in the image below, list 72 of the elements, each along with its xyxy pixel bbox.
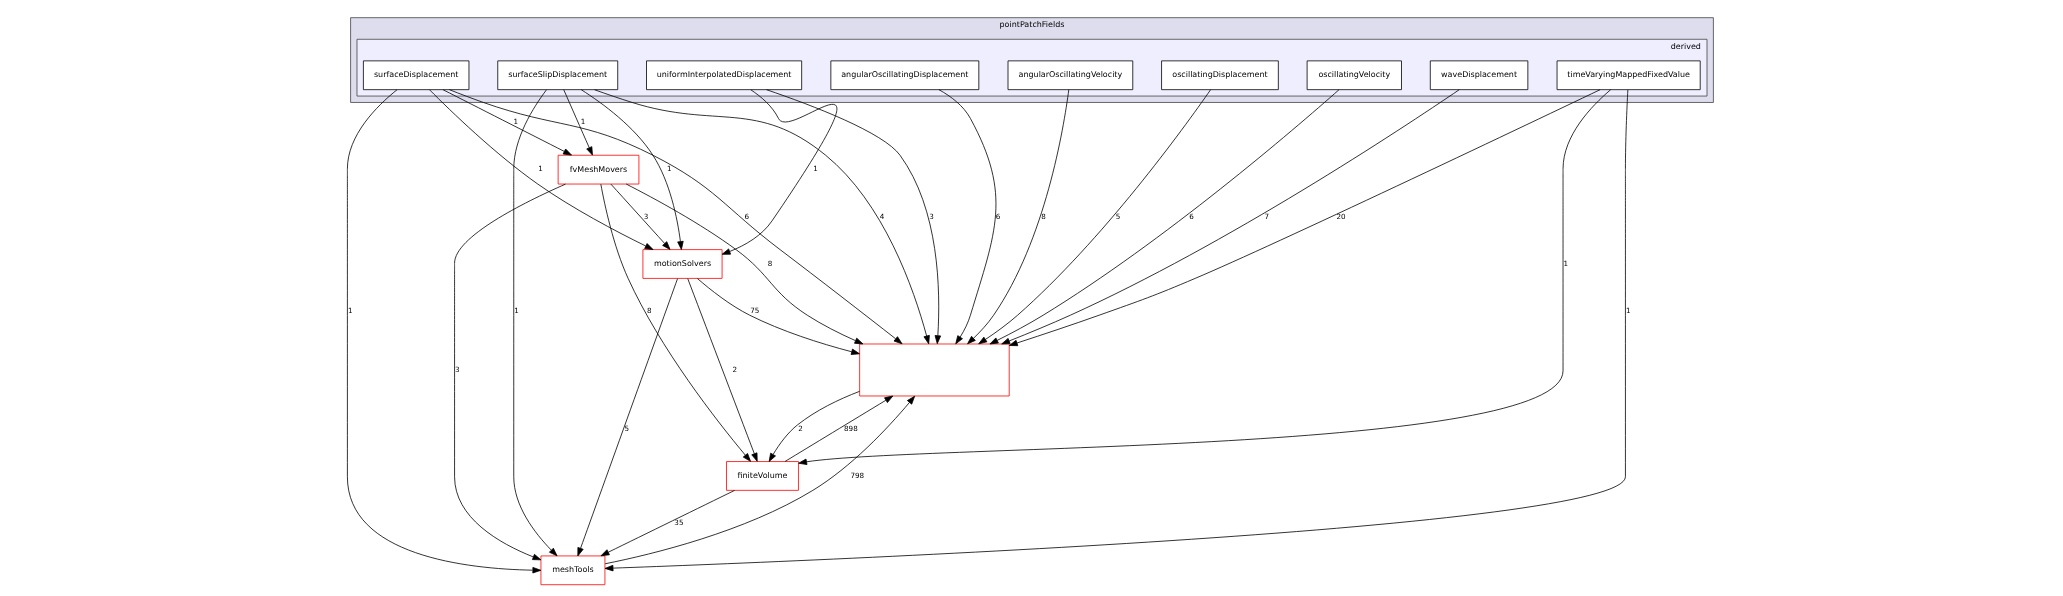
edge-label: 898 xyxy=(843,423,858,433)
edge-label: 8 xyxy=(646,305,652,315)
edge-label: 1 xyxy=(666,164,672,174)
arrow xyxy=(1000,89,1460,345)
node-box: surfaceDisplacement xyxy=(362,60,469,91)
arrow xyxy=(1008,89,1600,347)
edge-label: 2 xyxy=(797,423,803,433)
arrow xyxy=(448,89,902,345)
edge-label: 1 xyxy=(1563,258,1568,268)
arrow xyxy=(989,89,1339,345)
edge-label: 35 xyxy=(673,517,683,527)
arrow xyxy=(604,395,915,565)
edge-label: 20 xyxy=(1336,211,1346,221)
arrow xyxy=(442,89,572,156)
edge-label: 75 xyxy=(749,305,759,315)
arrow xyxy=(686,278,758,462)
arrow xyxy=(784,395,893,462)
edge-label: 2 xyxy=(732,364,737,374)
arrow xyxy=(600,490,735,557)
node-box: uniformInterpolatedDisplacement xyxy=(645,60,802,91)
node-box: timeVaryingMappedFixedValue xyxy=(1556,60,1701,91)
node-box: finiteVolume xyxy=(725,461,799,491)
arrow xyxy=(797,89,1611,465)
arrow xyxy=(696,278,860,355)
arrow xyxy=(721,89,837,255)
arrow xyxy=(512,89,557,557)
arrow xyxy=(977,89,1211,345)
arrow xyxy=(580,89,684,250)
edge-label: 6 xyxy=(744,211,749,221)
node-box xyxy=(858,343,1010,397)
arrow xyxy=(428,89,653,250)
edge-label: 1 xyxy=(580,117,585,127)
node-box: surfaceSlipDisplacement xyxy=(496,60,618,91)
arrow xyxy=(599,183,751,462)
edge-label: 8 xyxy=(1040,211,1046,221)
arrow xyxy=(966,89,1069,345)
node-box: angularOscillatingDisplacement xyxy=(829,60,979,91)
arrow xyxy=(625,183,863,345)
edge-label: 1 xyxy=(537,164,543,174)
edge-label: 1 xyxy=(347,305,352,315)
node-box: fvMeshMovers xyxy=(557,154,639,185)
arrow xyxy=(346,89,541,574)
arrow xyxy=(593,89,930,345)
edge-label: 8 xyxy=(767,258,772,268)
edge-label: 1 xyxy=(812,164,818,174)
arrow xyxy=(562,89,593,156)
arrow xyxy=(768,390,860,462)
edge-label: 5 xyxy=(624,423,629,433)
edge-label: 4 xyxy=(879,211,884,221)
edge-label: 6 xyxy=(1188,211,1194,221)
arrow xyxy=(576,278,678,557)
edge-label: 798 xyxy=(849,470,864,480)
node-box: angularOscillatingVelocity xyxy=(1007,60,1133,91)
node-box: oscillatingVelocity xyxy=(1306,60,1402,91)
edge-label: 7 xyxy=(1263,211,1269,221)
arrow xyxy=(610,183,670,250)
edge-label: 3 xyxy=(643,211,648,221)
arrow xyxy=(604,89,1628,572)
node-box: oscillatingDisplacement xyxy=(1160,60,1279,91)
edge-label: 1 xyxy=(512,117,518,127)
node-box: waveDisplacement xyxy=(1429,60,1528,91)
edge-label: 3 xyxy=(454,364,460,374)
node-box: motionSolvers xyxy=(642,249,722,279)
arrow xyxy=(938,89,996,345)
arrow xyxy=(453,183,566,561)
node-box: meshTools xyxy=(540,555,605,586)
edge-label: 6 xyxy=(995,211,1000,221)
arrow xyxy=(765,89,941,345)
edge-label: 5 xyxy=(1115,211,1120,221)
edge-label: 1 xyxy=(513,305,519,315)
edge-label: 3 xyxy=(928,211,934,221)
edge-label: 1 xyxy=(1625,305,1631,315)
